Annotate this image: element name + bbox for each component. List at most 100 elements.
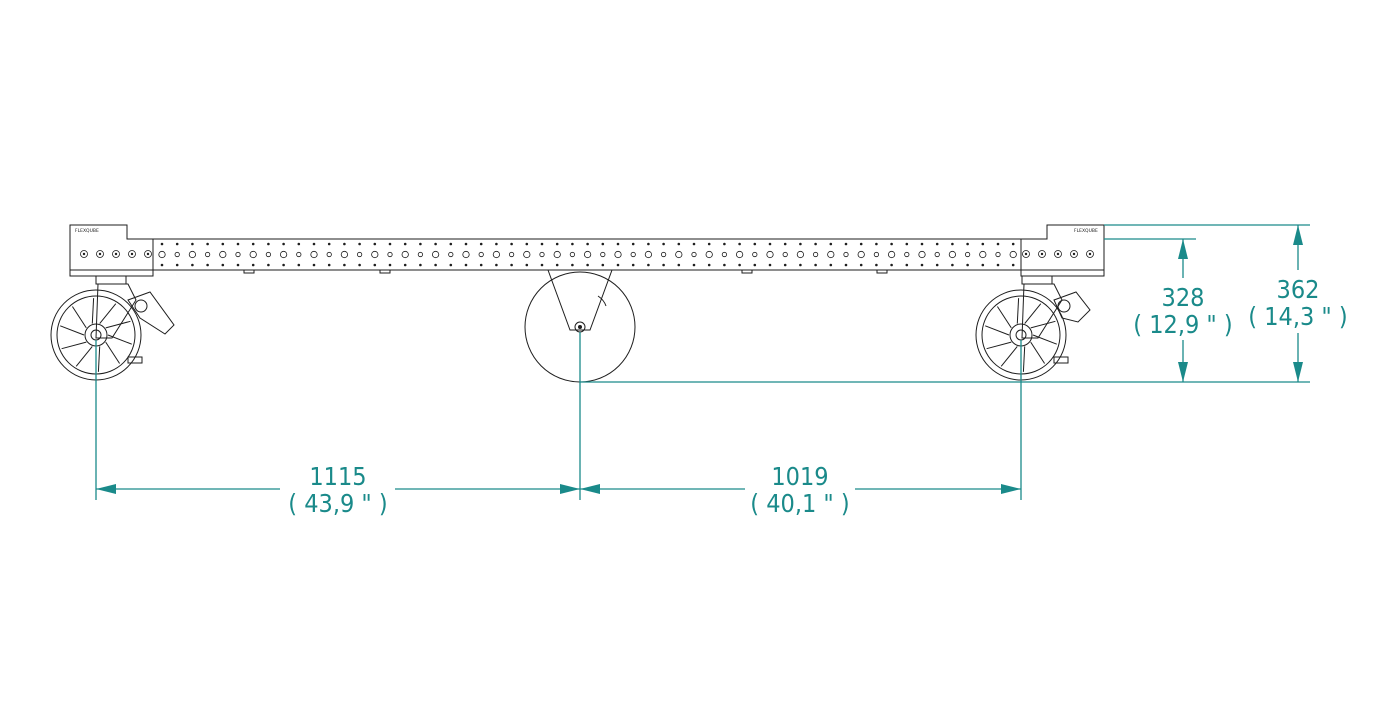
beam-large-hole [356, 251, 363, 258]
beam-large-hole [523, 250, 531, 259]
beam-large-hole [188, 250, 196, 259]
beam-small-hole [601, 263, 605, 267]
beam-small-hole [920, 242, 924, 246]
wheel-spoke [1000, 346, 1018, 367]
wheel-spoke [75, 346, 93, 367]
beam-small-hole [297, 242, 301, 246]
dimension-total-height-value: 362 [1277, 275, 1320, 304]
beam-small-hole [464, 263, 468, 267]
beam-small-hole [647, 242, 650, 246]
beam-large-hole [857, 250, 865, 259]
dimension-left-span-inch: ( 43,9 " ) [288, 489, 387, 518]
beam-large-hole [934, 251, 940, 258]
beam-small-hole [206, 263, 209, 267]
cart-frame: FLEXQUBE FLEXQUBE [69, 224, 1105, 274]
wheel-spoke [91, 298, 95, 324]
beam-small-hole [540, 242, 544, 246]
beam-small-hole [951, 242, 954, 246]
beam-small-hole [555, 263, 559, 267]
left-end-bolts [80, 250, 152, 258]
beam-small-hole [814, 242, 817, 246]
beam-small-hole [449, 263, 453, 267]
beam-small-hole [586, 263, 589, 267]
beam-large-hole [340, 250, 348, 259]
dimension-total-height-inch: ( 14,3 " ) [1248, 302, 1347, 331]
beam-small-hole [859, 242, 863, 246]
beam-small-hole [707, 242, 711, 246]
beam-small-hole [890, 242, 893, 246]
beam-small-hole [662, 242, 665, 246]
beam-small-hole [419, 242, 422, 246]
beam-large-hole [705, 250, 713, 259]
beam-small-hole [844, 242, 848, 246]
beam-large-hole [387, 251, 393, 258]
beam-small-hole [160, 242, 164, 246]
beam-small-hole [814, 263, 817, 267]
beam-small-hole [327, 242, 331, 246]
beam-large-hole [644, 250, 653, 259]
beam-large-hole [265, 251, 271, 258]
beam-small-hole [753, 263, 757, 267]
right-end-bolts [1022, 250, 1094, 258]
beam-large-hole [492, 250, 500, 259]
beam-small-hole [723, 263, 726, 267]
beam-small-hole [783, 242, 787, 246]
beam-small-hole [799, 242, 802, 246]
beam-small-hole [996, 242, 1000, 246]
beam-large-hole [948, 250, 957, 259]
beam-small-hole [920, 263, 924, 267]
beam-small-hole [875, 242, 878, 246]
beam-small-hole [738, 263, 741, 267]
beam-large-hole [630, 251, 636, 258]
beam-small-hole [312, 242, 316, 246]
beam-small-hole [647, 263, 650, 267]
beam-small-hole [601, 242, 605, 246]
beam-large-hole [249, 250, 257, 259]
right-swivel-caster [975, 269, 1105, 381]
beam-small-hole [267, 263, 270, 267]
beam-small-hole [662, 263, 665, 267]
beam-underside-nuts [243, 269, 888, 274]
brand-label-left: FLEXQUBE [75, 228, 99, 234]
beam-large-hole [796, 250, 805, 259]
beam-large-hole [583, 250, 592, 259]
beam-large-hole [310, 250, 318, 259]
beam-large-hole [158, 250, 166, 259]
beam-large-hole [675, 250, 683, 259]
beam-small-hole [312, 263, 316, 267]
beam-small-hole [692, 263, 696, 267]
wheel-spoke [1016, 298, 1020, 324]
left-swivel-caster [50, 269, 175, 381]
beam-large-hole [964, 251, 971, 258]
wheel-spoke [61, 341, 87, 350]
beam-small-hole [373, 242, 377, 246]
dimension-right-span: 1019 ( 40,1 " ) [580, 462, 1021, 518]
beam-small-hole [191, 263, 194, 267]
beam-small-hole [555, 242, 559, 246]
beam-small-hole [525, 263, 529, 267]
wheel-spoke [97, 346, 101, 372]
beam-small-hole [343, 263, 346, 267]
beam-small-hole [723, 242, 726, 246]
beam-large-hole [539, 251, 545, 258]
beam-small-hole [981, 263, 985, 267]
beam-small-hole [783, 263, 787, 267]
beam-small-hole [951, 263, 954, 267]
beam-large-hole [691, 251, 697, 258]
beam-small-hole [586, 242, 589, 246]
beam-small-hole [981, 242, 985, 246]
wheel-spoke [107, 334, 132, 345]
beam-small-hole [403, 242, 407, 246]
beam-small-hole [343, 242, 346, 246]
beam-small-hole [829, 263, 833, 267]
beam-small-hole [707, 263, 711, 267]
dimension-right-span-inch: ( 40,1 " ) [750, 489, 849, 518]
beam-large-hole [553, 250, 561, 259]
beam-small-hole [966, 263, 969, 267]
beam-large-hole [782, 251, 788, 258]
beam-large-hole [904, 251, 910, 258]
beam-small-hole [631, 263, 635, 267]
beam-small-hole [191, 242, 194, 246]
beam-small-hole [753, 242, 757, 246]
